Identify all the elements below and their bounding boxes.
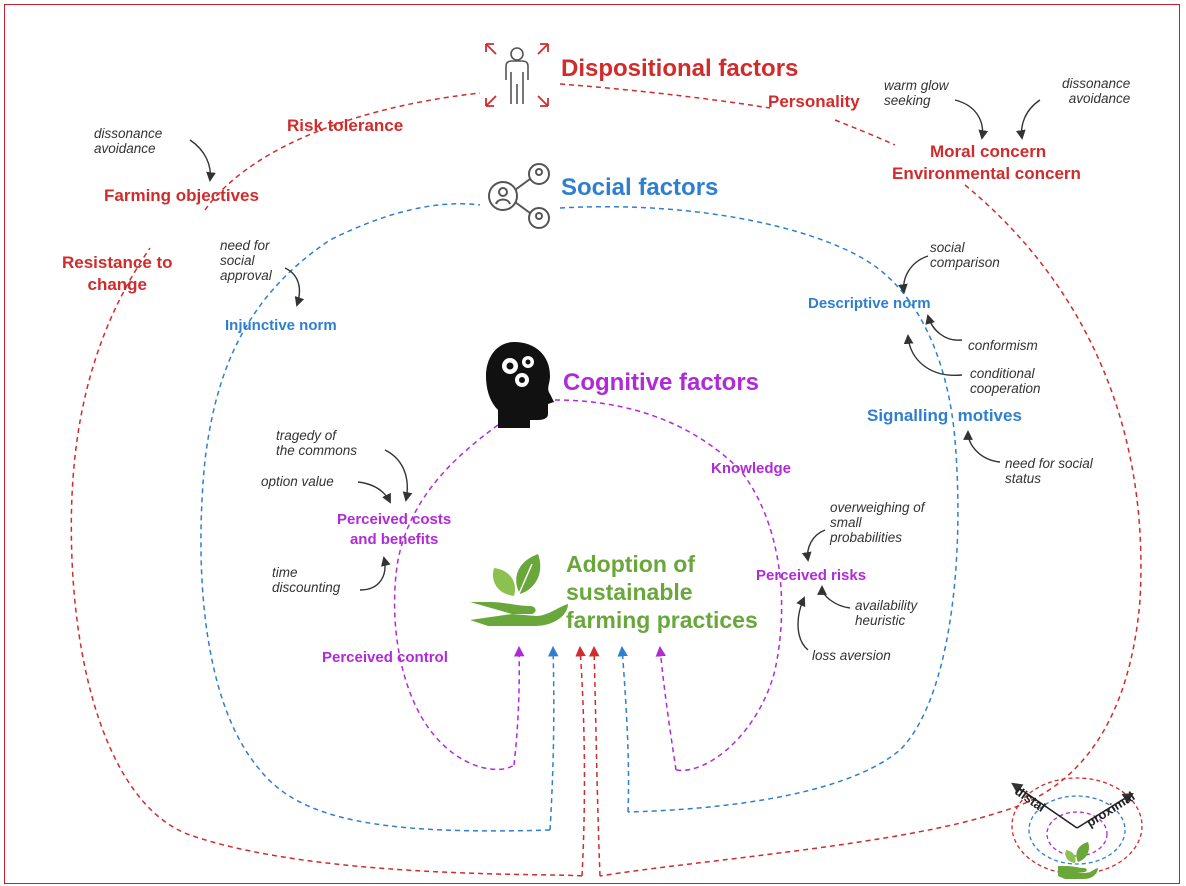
cognitive-ring [393, 399, 783, 772]
note-time-discounting: time discounting [272, 565, 340, 595]
note-loss-aversion: loss aversion [812, 648, 891, 663]
social-network-icon [488, 163, 550, 229]
note-warm-glow-seeking: warm glow seeking [884, 78, 949, 108]
label-resistance-to-change: Resistance to change [62, 252, 173, 296]
note-line: seeking [884, 93, 931, 109]
note-line: avoidance [1068, 91, 1131, 107]
note-line: overweighing of [830, 500, 925, 515]
note-line: social [220, 253, 255, 269]
note-need-for-social-status: need for social status [1005, 456, 1093, 486]
note-line: tragedy of [276, 428, 337, 443]
note-need-for-social-approval: need for social approval [220, 238, 272, 283]
label-signalling-motives: Signalling motives [867, 406, 1022, 425]
note-line: availability [855, 598, 918, 613]
dispositional-ring [70, 83, 1142, 877]
note-line: conditional [970, 366, 1035, 381]
label-costs-line-2: and benefits [349, 531, 439, 548]
person-arrows-icon [485, 43, 549, 107]
leaf-hand-icon [470, 554, 568, 626]
heading-social-factors: Social factors [561, 174, 719, 201]
heading-adoption-line-2: sustainable [566, 579, 693, 605]
note-line: warm glow [884, 78, 949, 93]
note-line: probabilities [830, 530, 903, 546]
label-farming-objectives: Farming objectives [104, 186, 259, 205]
label-moral-concern: Moral concern [930, 142, 1047, 161]
note-line: small [830, 515, 862, 531]
note-conditional-cooperation: conditional cooperation [970, 366, 1041, 396]
note-line: dissonance [1062, 76, 1131, 91]
note-line: dissonance [94, 126, 163, 141]
label-perceived-risks: Perceived risks [756, 567, 867, 584]
label-environmental-concern: Environmental concern [892, 164, 1081, 183]
note-dissonance-avoidance-right: dissonance avoidance [1062, 76, 1130, 106]
note-overweighing-small-probabilities: overweighing of small probabilities [830, 500, 925, 545]
note-line: approval [220, 268, 272, 284]
figure-frame [4, 4, 1180, 884]
note-line: comparison [930, 255, 1000, 271]
note-social-comparison: social comparison [930, 240, 1000, 270]
heading-adoption: Adoption of sustainable farming practice… [566, 550, 758, 634]
label-risk-tolerance: Risk tolerance [287, 116, 404, 135]
label-resistance-line-2: change [87, 275, 148, 294]
label-injunctive-norm: Injunctive norm [225, 317, 337, 334]
label-descriptive-norm: Descriptive norm [808, 295, 931, 312]
note-line: time [272, 565, 298, 580]
note-line: the commons [276, 443, 358, 459]
note-line: social [930, 240, 965, 255]
label-resistance-line-1: Resistance to [62, 253, 173, 272]
note-line: need for [220, 238, 270, 253]
note-line: cooperation [970, 381, 1041, 397]
social-ring [200, 203, 959, 832]
note-conformism: conformism [968, 338, 1038, 353]
heading-cognitive-factors: Cognitive factors [563, 369, 760, 396]
head-gears-icon [486, 342, 554, 428]
note-line: need for social [1005, 456, 1093, 471]
note-tragedy-of-the-commons: tragedy of the commons [276, 428, 357, 458]
note-availability-heuristic: availability heuristic [855, 598, 917, 628]
legend-rings [1011, 777, 1143, 875]
note-line: discounting [272, 580, 341, 596]
label-knowledge: Knowledge [711, 460, 792, 477]
note-line: avoidance [94, 141, 156, 157]
heading-adoption-line-1: Adoption of [566, 551, 696, 577]
label-personality: Personality [768, 92, 860, 111]
legend-leaf-icon [1058, 842, 1098, 879]
label-perceived-costs-benefits: Perceived costs and benefits [337, 510, 451, 550]
label-perceived-control: Perceived control [322, 649, 448, 666]
note-dissonance-avoidance-left: dissonance avoidance [94, 126, 162, 156]
label-costs-line-1: Perceived costs [337, 511, 452, 528]
note-line: heuristic [855, 613, 906, 629]
note-line: status [1005, 471, 1042, 487]
heading-adoption-line-3: farming practices [566, 607, 758, 633]
note-option-value: option value [261, 474, 334, 489]
heading-dispositional-factors: Dispositional factors [561, 55, 799, 82]
